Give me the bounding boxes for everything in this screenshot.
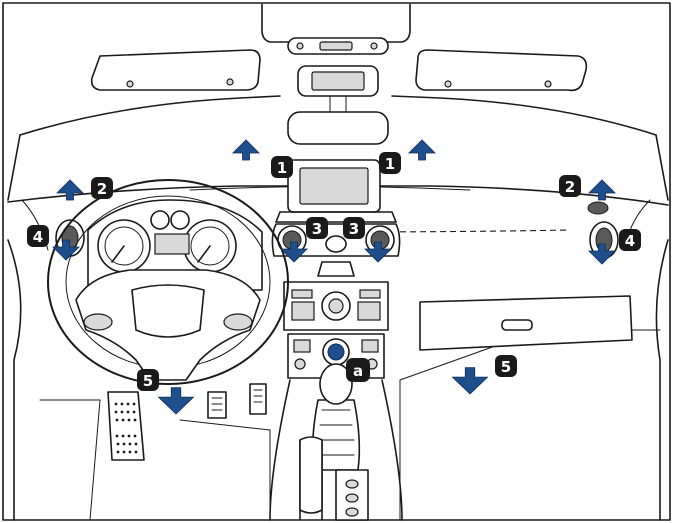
pedals: [108, 384, 266, 460]
right-sun-visor: [416, 50, 586, 90]
callout-label: 2: [565, 178, 575, 196]
callout-1-2: 1: [379, 152, 401, 174]
callout-label: 5: [143, 372, 153, 390]
callout-a-1: a: [346, 358, 370, 382]
callout-label: 1: [277, 159, 287, 177]
glove-box: [420, 296, 632, 350]
callout-1-1: 1: [271, 156, 293, 178]
center-display: [276, 160, 396, 222]
callout-label: 3: [312, 220, 322, 238]
callout-3-2: 3: [343, 217, 365, 239]
rearview-mirror: [288, 112, 388, 144]
hazard-switch: [318, 262, 354, 276]
airflow-arrow-1-up-2: [409, 140, 435, 160]
callout-2-1: 2: [91, 177, 113, 199]
airflow-arrow-5-down-1: [158, 388, 193, 414]
callout-2-2: 2: [559, 175, 581, 197]
callout-label: 4: [33, 228, 43, 246]
gear-shift: [270, 364, 402, 520]
callout-label: 4: [625, 232, 635, 250]
callout-label: 2: [97, 180, 107, 198]
callout-4-2: 4: [619, 229, 641, 251]
airflow-arrow-1-up-1: [233, 140, 259, 160]
roof-console: [262, 4, 410, 144]
callout-5-2: 5: [495, 355, 517, 377]
callout-label: a: [353, 362, 363, 380]
callout-4-1: 4: [27, 225, 49, 247]
callout-3-1: 3: [306, 217, 328, 239]
right-door: [656, 240, 668, 520]
airflow-arrow-5-down-2: [452, 368, 487, 394]
left-door: [8, 240, 21, 520]
callout-label: 3: [349, 220, 359, 238]
callout-label: 1: [385, 155, 395, 173]
callout-label: 5: [501, 358, 511, 376]
airflow-arrow-2-up-1: [57, 180, 83, 200]
left-sun-visor: [92, 50, 260, 90]
callout-5-1: 5: [137, 369, 159, 391]
airbag-hub: [132, 285, 204, 337]
